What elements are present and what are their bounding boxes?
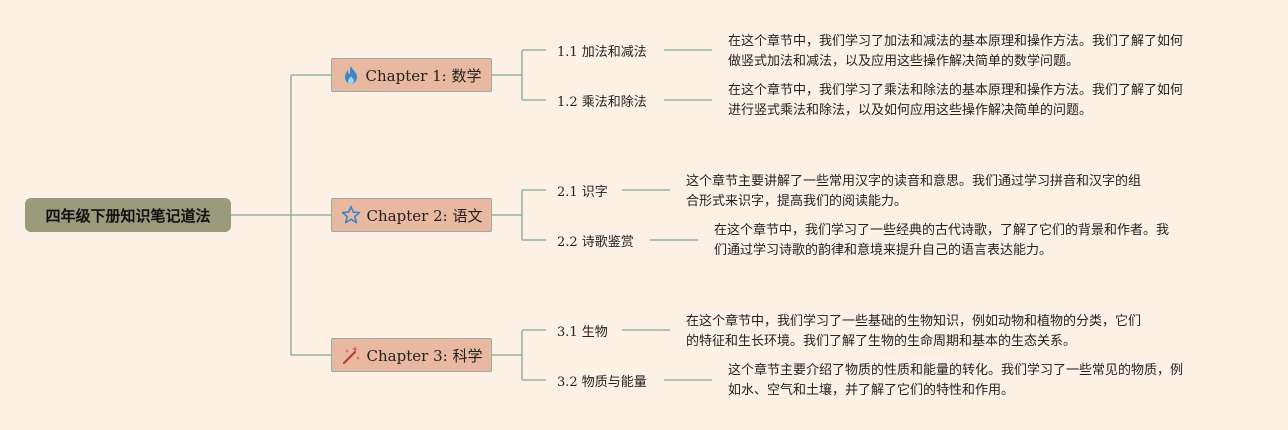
- chapter-3-connector: [492, 329, 546, 381]
- topic-3-1[interactable]: 3.1 生物: [557, 325, 608, 340]
- topic-2-2-description: 在这个章节中，我们学习了一些经典的古代诗歌，了解了它们的背景和作者。我 们通过学…: [714, 221, 1169, 261]
- root-label: 四年级下册知识笔记道法: [45, 206, 211, 225]
- chapter-2-connector: [492, 189, 546, 241]
- chapter-label: Chapter 3: 科学: [366, 346, 483, 365]
- desc-line: 在这个章节中，我们学习了一些基础的生物知识，例如动物和植物的分类，它们: [686, 314, 1142, 329]
- root-connector: [231, 74, 331, 356]
- desc-line: 在这个章节中，我们学习了乘法和除法的基本原理和操作方法。我们了解了如何: [728, 83, 1184, 98]
- desc-line: 如水、空气和土壤，并了解了它们的特性和作用。: [728, 383, 1015, 398]
- fire-icon: [344, 66, 357, 84]
- topic-1-1-description: 在这个章节中，我们学习了加法和减法的基本原理和操作方法。我们了解了如何 做竖式加…: [728, 32, 1183, 72]
- chapter-node-chinese[interactable]: Chapter 2: 语文: [331, 198, 492, 232]
- desc-line: 做竖式加法和减法，以及应用这些操作解决简单的数学问题。: [728, 54, 1080, 69]
- topic-2-1[interactable]: 2.1 识字: [557, 185, 608, 200]
- topic-1-1[interactable]: 1.1 加法和减法: [557, 45, 647, 60]
- desc-line: 这个章节主要讲解了一些常用汉字的读音和意思。我们通过学习拼音和汉字的组: [686, 174, 1142, 189]
- topic-2-2[interactable]: 2.2 诗歌鉴赏: [557, 235, 634, 250]
- magic-wand-icon: [342, 346, 360, 365]
- topic-2-1-description: 这个章节主要讲解了一些常用汉字的读音和意思。我们通过学习拼音和汉字的组 合形式来…: [686, 172, 1141, 212]
- chapter-label: Chapter 1: 数学: [365, 66, 482, 85]
- topic-3-2-description: 这个章节主要介绍了物质的性质和能量的转化。我们学习了一些常见的物质，例 如水、空…: [728, 361, 1183, 401]
- chapter-label: Chapter 2: 语文: [366, 206, 483, 225]
- topic-3-1-description: 在这个章节中，我们学习了一些基础的生物知识，例如动物和植物的分类，它们 的特征和…: [686, 312, 1141, 352]
- desc-line: 进行竖式乘法和除法，以及如何应用这些操作解决简单的问题。: [728, 103, 1093, 118]
- desc-line: 在这个章节中，我们学习了一些经典的古代诗歌，了解了它们的背景和作者。我: [714, 223, 1170, 238]
- chapter-1-connector: [492, 49, 546, 101]
- star-icon: [341, 205, 360, 224]
- chapter-node-math[interactable]: Chapter 1: 数学: [331, 58, 492, 92]
- desc-line: 在这个章节中，我们学习了加法和减法的基本原理和操作方法。我们了解了如何: [728, 34, 1184, 49]
- desc-line: 们通过学习诗歌的韵律和意境来提升自己的语言表达能力。: [714, 243, 1053, 258]
- desc-line: 的特征和生长环境。我们了解了生物的生命周期和基本的生态关系。: [686, 334, 1077, 349]
- root-node[interactable]: 四年级下册知识笔记道法: [25, 198, 231, 232]
- topic-3-2[interactable]: 3.2 物质与能量: [557, 375, 647, 390]
- desc-line: 合形式来识字，提高我们的阅读能力。: [686, 194, 908, 209]
- chapter-node-science[interactable]: Chapter 3: 科学: [331, 338, 492, 372]
- topic-1-2[interactable]: 1.2 乘法和除法: [557, 95, 647, 110]
- topic-1-2-description: 在这个章节中，我们学习了乘法和除法的基本原理和操作方法。我们了解了如何 进行竖式…: [728, 81, 1183, 121]
- desc-line: 这个章节主要介绍了物质的性质和能量的转化。我们学习了一些常见的物质，例: [728, 363, 1184, 378]
